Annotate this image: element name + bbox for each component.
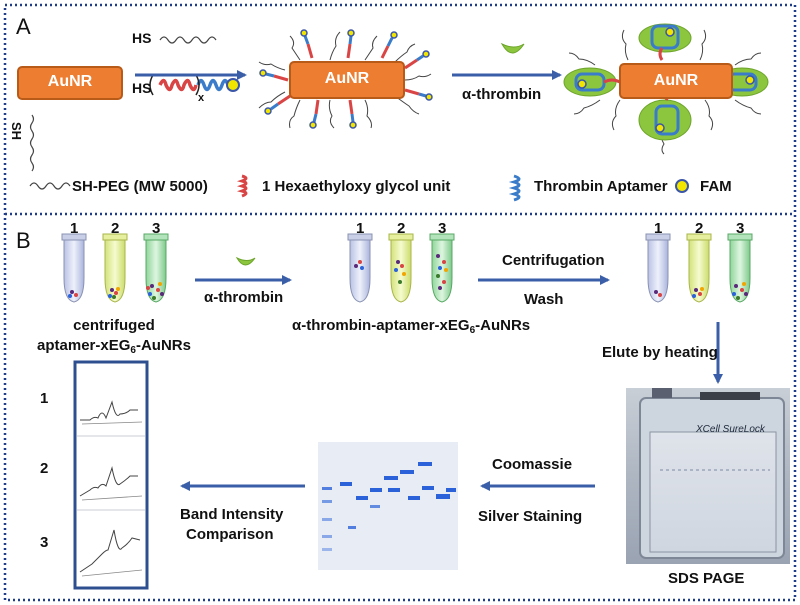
centrifuged-pre: aptamer-xEG: [37, 337, 131, 354]
hs-top-label: HS: [132, 30, 152, 46]
centrifuged-sub: 6: [130, 345, 136, 356]
thrombin-icon-a: [500, 42, 525, 54]
functionalized-aunr-label: AuNR: [324, 70, 370, 87]
centrifuged-label-line2: aptamer-xEG6-AuNRs: [14, 337, 214, 356]
complex-label: α-thrombin-aptamer-xEG6-AuNRs: [292, 317, 530, 336]
tube3-number-g2: 3: [438, 220, 447, 237]
bare-aunr: [17, 66, 123, 100]
outer-frame: [3, 3, 797, 602]
tube1-number-g2: 1: [356, 220, 365, 237]
sh-peg-vertical: [29, 114, 35, 172]
hs-peg-strand: [159, 36, 217, 44]
centrifuged-label-line1: centrifuged: [73, 317, 155, 334]
thrombin-bound-aunr: [563, 23, 769, 155]
fam-dot: [226, 78, 240, 92]
legend-aptamer-text: Thrombin Aptamer: [534, 178, 668, 195]
gel-box-brand: XCell SureLock: [696, 424, 765, 435]
tube1-number-g3: 1: [654, 220, 663, 237]
panel-a-letter: A: [16, 14, 31, 39]
tube2-number-g2: 2: [397, 220, 406, 237]
tube3-number-g3: 3: [736, 220, 745, 237]
aptamer-strand: [196, 78, 230, 92]
wash-label: Wash: [524, 291, 564, 308]
legend-fam-text: FAM: [700, 178, 732, 195]
right-paren: [195, 74, 200, 96]
lane-label-1: 1: [40, 390, 49, 407]
tubes-group-1: [61, 233, 169, 303]
centrifuged-post: -AuNRs: [135, 337, 191, 354]
tube1-number-g1: 1: [70, 220, 79, 237]
sh-label: SH: [9, 122, 24, 141]
silver-staining-label: Silver Staining: [478, 508, 583, 525]
coomassie-label: Coomassie: [492, 456, 573, 473]
thrombin-label-a: α-thrombin: [462, 86, 542, 103]
tube3-number-g1: 3: [152, 220, 161, 237]
complex-sub: 6: [469, 325, 476, 336]
complex-post: -AuNRs: [475, 317, 531, 334]
thrombin-label-b: α-thrombin: [204, 289, 284, 306]
thrombin-icon-b: [235, 256, 256, 266]
tubes-group-2: [347, 233, 455, 303]
sds-page-label: SDS PAGE: [668, 570, 745, 587]
hs-bottom-label: HS: [132, 80, 152, 96]
legend-fam-icon: [675, 179, 689, 193]
panel-b-letter: B: [16, 228, 31, 253]
band-intensity-line2: Comparison: [186, 526, 274, 543]
gel-image: [318, 442, 458, 570]
glycol-strand: [158, 78, 198, 92]
lane-label-3: 3: [40, 534, 49, 551]
legend-peg-icon: [29, 182, 71, 190]
sds-page-photo: [626, 388, 790, 564]
tubes-group-3: [645, 233, 753, 303]
elute-label: Elute by heating: [602, 344, 718, 361]
functionalized-aunr: [258, 29, 433, 129]
bare-aunr-label: AuNR: [47, 73, 93, 90]
centrifugation-label: Centrifugation: [502, 252, 605, 269]
legend-glycol-icon: [236, 174, 248, 198]
legend-aptamer-icon: [508, 174, 521, 202]
band-intensity-line1: Band Intensity: [180, 506, 284, 523]
subscript-x: x: [198, 92, 205, 104]
legend-glycol-text: 1 Hexaethyloxy glycol unit: [262, 178, 451, 195]
band-intensity-panel: [73, 360, 149, 590]
left-paren: [149, 74, 154, 96]
tube2-number-g1: 2: [111, 220, 120, 237]
thrombin-bound-aunr-label: AuNR: [653, 72, 699, 89]
legend-peg-text: SH-PEG (MW 5000): [72, 178, 208, 195]
lane-label-2: 2: [40, 460, 49, 477]
tube2-number-g3: 2: [695, 220, 704, 237]
complex-pre: α-thrombin-aptamer-xEG: [292, 317, 470, 334]
